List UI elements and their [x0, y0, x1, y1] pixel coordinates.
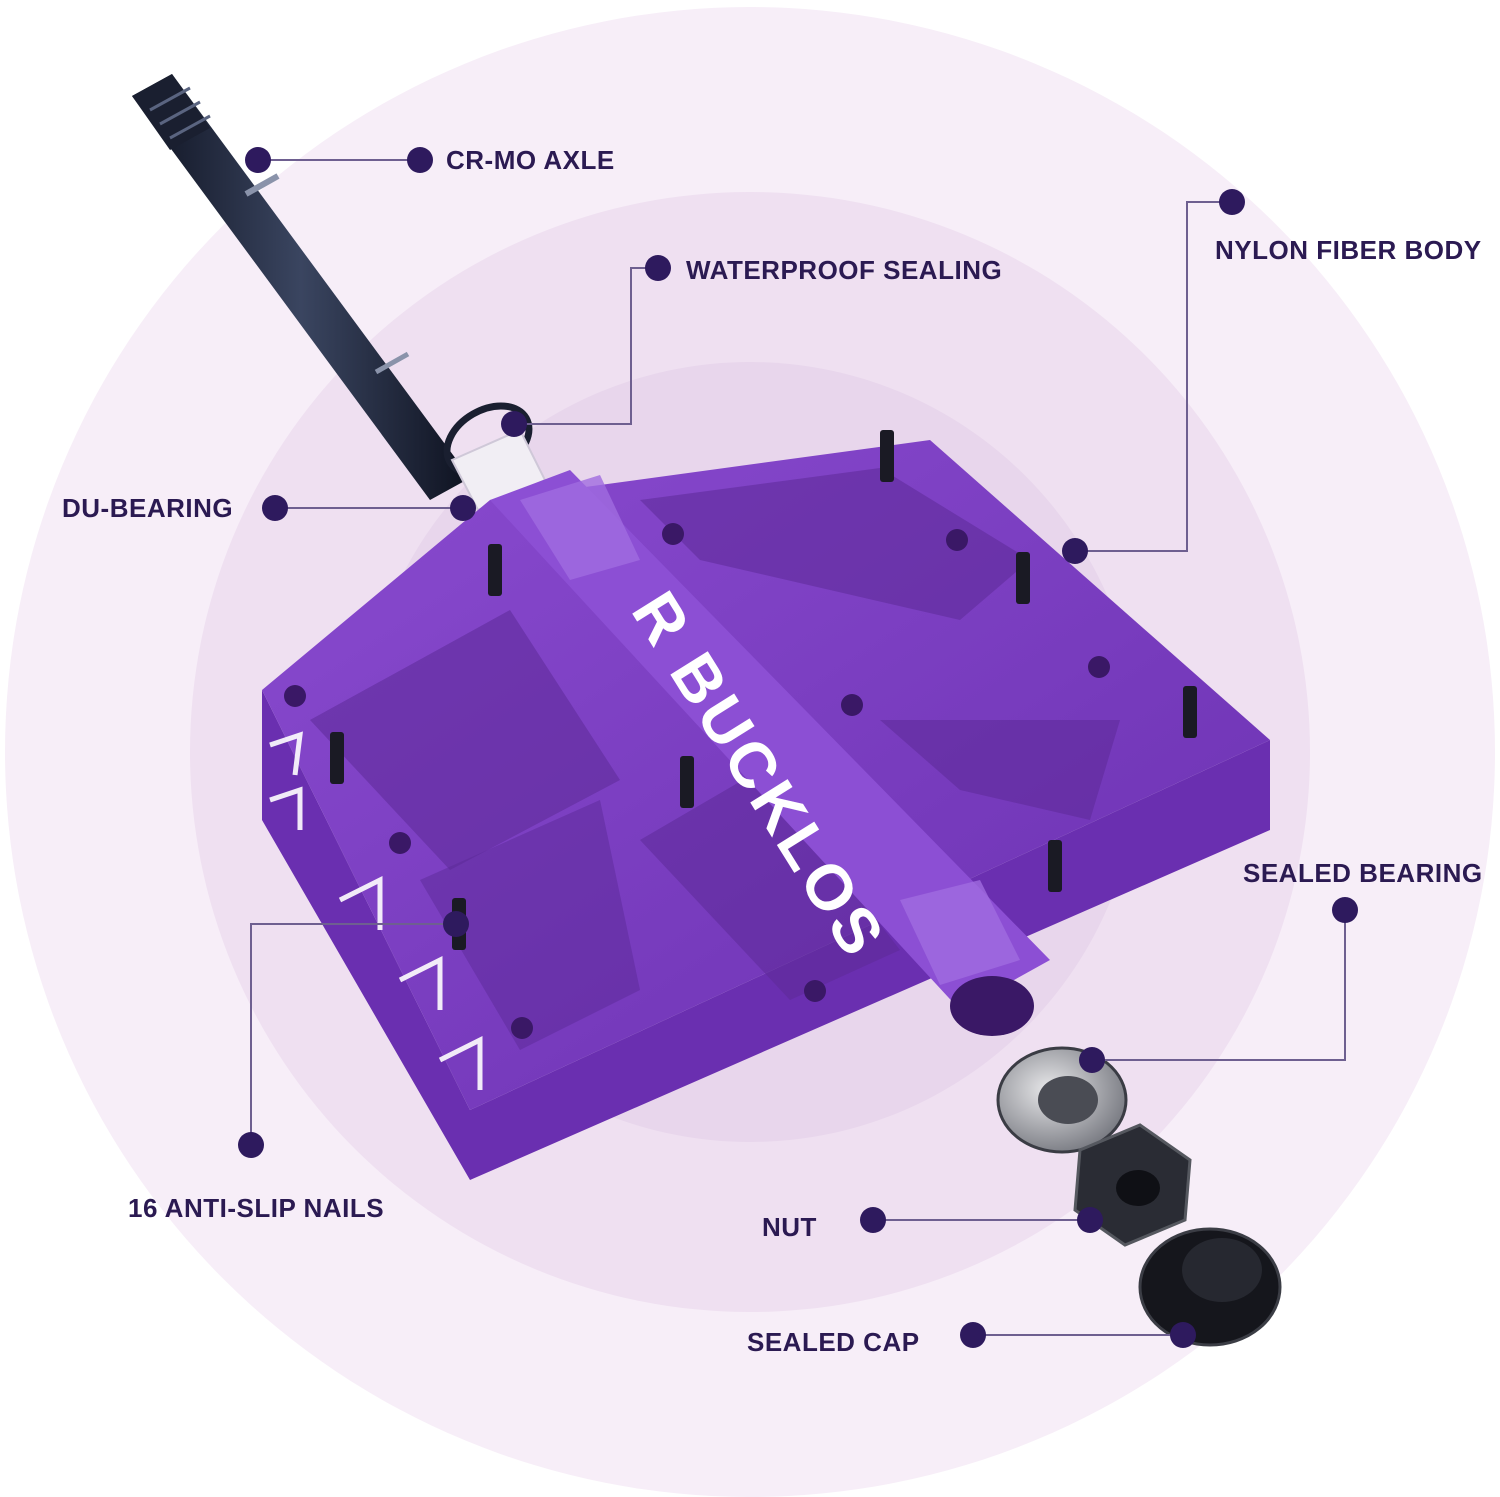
grip-texture-bottom	[900, 880, 1020, 985]
marker-nails-part	[443, 911, 469, 937]
callout-lines	[250, 159, 1346, 1336]
nut	[1073, 1123, 1192, 1247]
hex-holes	[284, 523, 1110, 1039]
marker-waterproof-label	[645, 255, 671, 281]
pedal-spine	[490, 470, 1050, 1010]
label-du-bearing: DU-BEARING	[62, 493, 234, 523]
sealed-bearing	[996, 1046, 1128, 1154]
marker-nails-label	[238, 1132, 264, 1158]
pedal-opening-4	[640, 770, 900, 1000]
label-sealed-bearing: SEALED BEARING	[1243, 858, 1483, 888]
marker-crmo-axle-part	[245, 147, 271, 173]
pedal-opening-1	[640, 468, 1030, 620]
marker-sealed-bearing-part	[1079, 1047, 1105, 1073]
label-nylon-fiber-body: NYLON FIBER BODY	[1215, 235, 1482, 265]
side-wall-graphics	[269, 731, 483, 1090]
marker-nylon-label	[1219, 189, 1245, 215]
label-nut: NUT	[762, 1212, 817, 1242]
pedal-opening-2	[310, 610, 620, 870]
sealed-cap	[1138, 1227, 1282, 1347]
marker-du-bearing-part	[450, 495, 476, 521]
label-waterproof-sealing: WATERPROOF SEALING	[686, 255, 1003, 285]
marker-sealed-cap-label	[960, 1322, 986, 1348]
anti-slip-pins	[330, 430, 1197, 950]
label-crmo-axle: CR-MO AXLE	[446, 145, 615, 175]
marker-sealed-cap-part	[1170, 1322, 1196, 1348]
crmo-axle	[132, 74, 470, 500]
pedal-opening-3	[880, 720, 1120, 820]
label-sealed-cap: SEALED CAP	[747, 1327, 920, 1357]
callout-markers	[238, 147, 1358, 1348]
marker-nut-part	[1077, 1207, 1103, 1233]
marker-du-bearing-label	[262, 495, 288, 521]
axle-end-hole	[950, 976, 1034, 1036]
grip-texture-top	[520, 475, 640, 580]
label-anti-slip-nails: 16 ANTI-SLIP NAILS	[128, 1193, 385, 1223]
marker-nylon-part	[1062, 538, 1088, 564]
pedal-opening-5	[420, 800, 640, 1050]
marker-crmo-axle-label	[407, 147, 433, 173]
marker-nut-label	[860, 1207, 886, 1233]
marker-waterproof-part	[501, 411, 527, 437]
marker-sealed-bearing-label	[1332, 897, 1358, 923]
